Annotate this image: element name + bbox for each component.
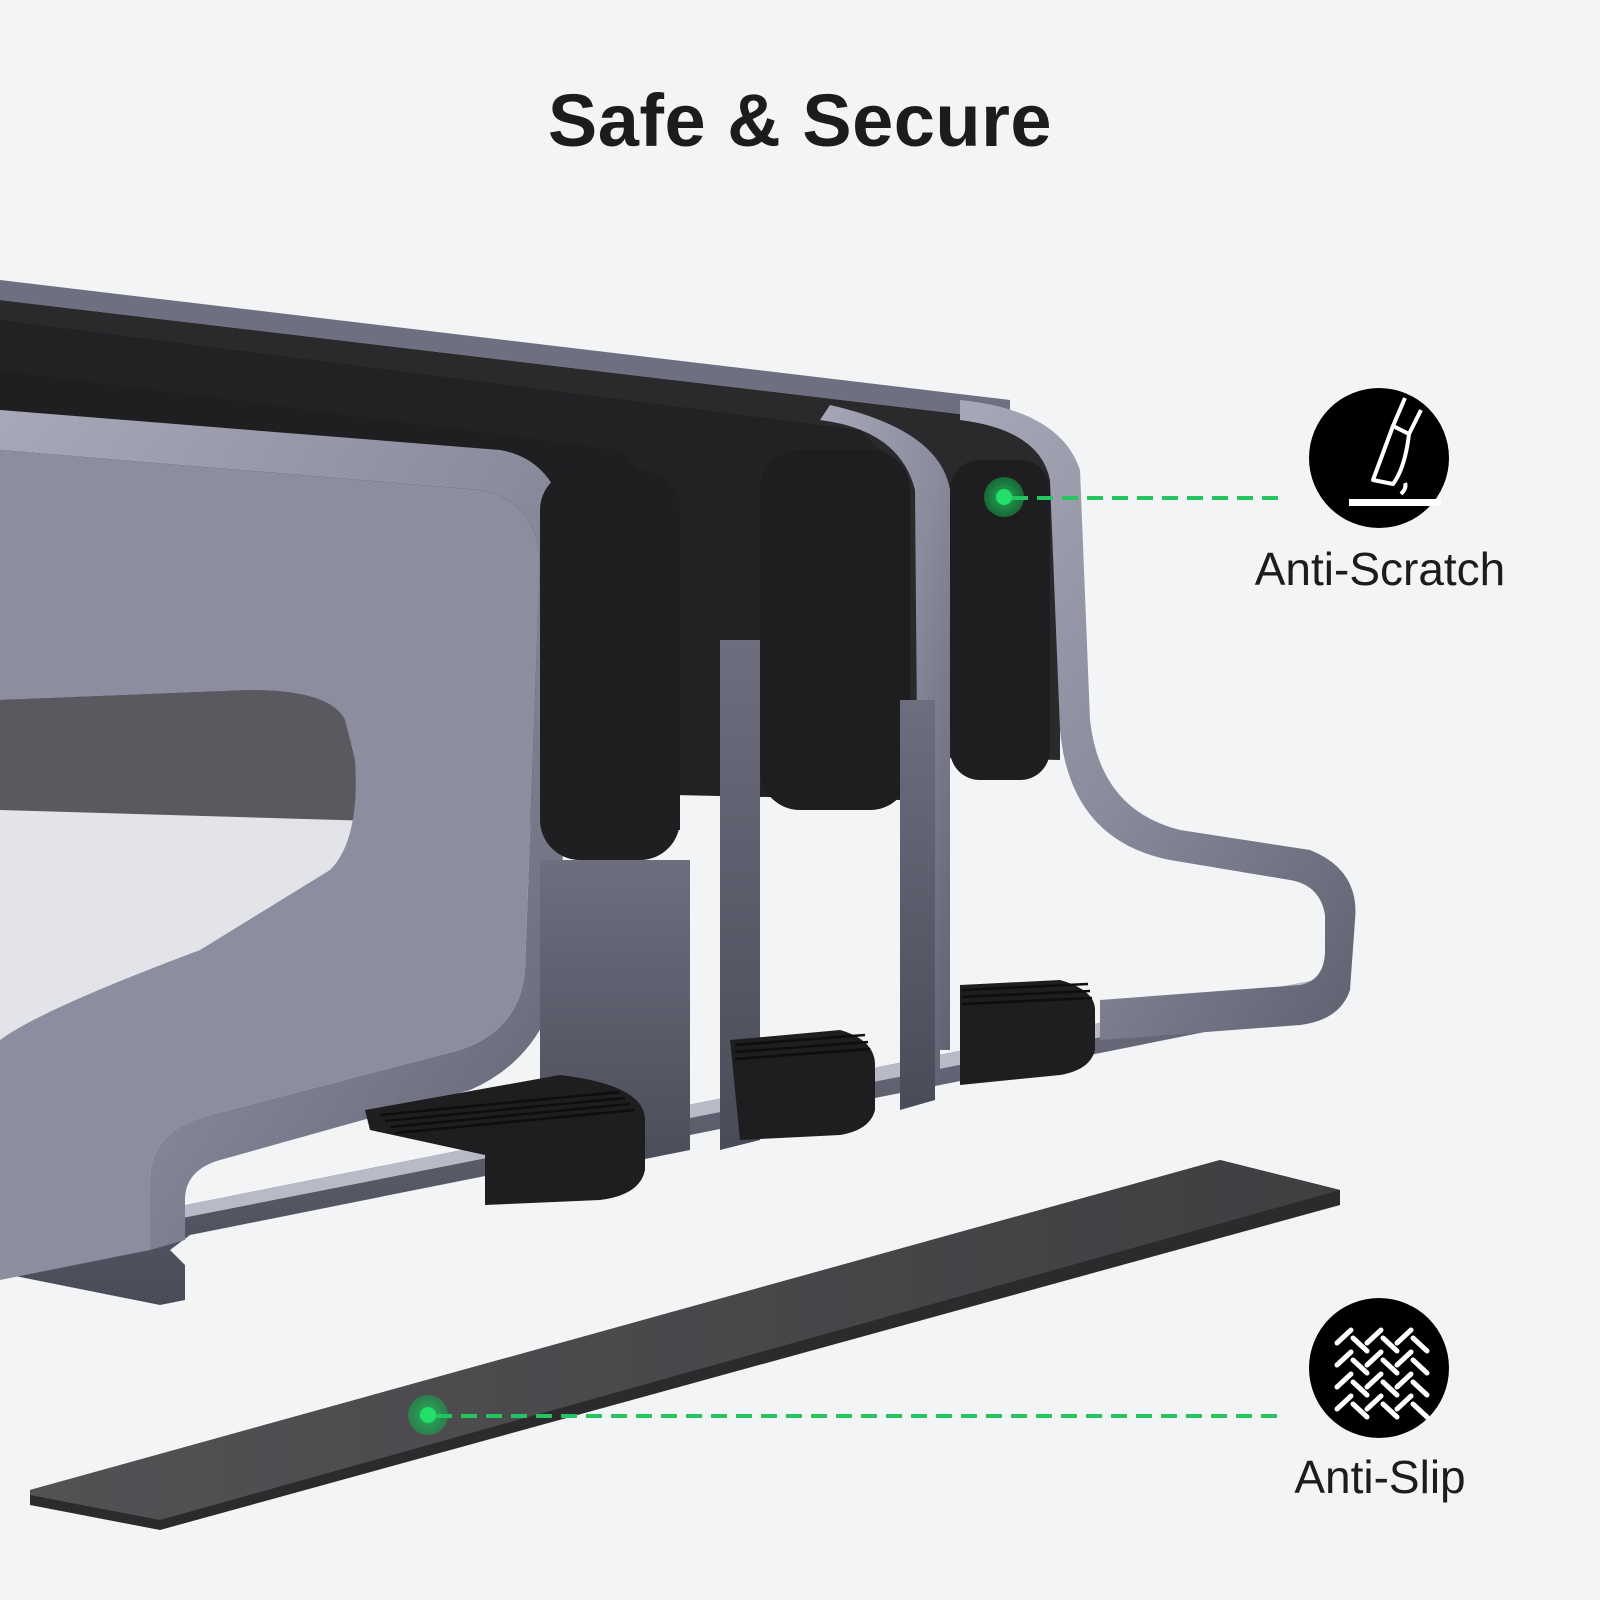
rubber-pad-2 (730, 1030, 875, 1140)
anti-scratch-label: Anti-Scratch (1254, 543, 1506, 595)
anti-slip-pointer (408, 1395, 1280, 1435)
herringbone-texture-icon (1309, 1298, 1449, 1438)
rubber-pad-3 (960, 980, 1095, 1085)
knife-scratch-icon (1309, 388, 1449, 528)
page-title: Safe & Secure (547, 79, 1053, 162)
rubber-pad-1 (365, 1075, 645, 1205)
stand-frame-middle (820, 405, 950, 1080)
anti-slip-strip (30, 1160, 1340, 1530)
stand-frame-front (0, 410, 570, 1250)
anti-scratch-pointer (984, 477, 1280, 517)
anti-slip-label: Anti-Slip (1294, 1451, 1466, 1503)
stand-frame-right (960, 400, 1356, 1040)
